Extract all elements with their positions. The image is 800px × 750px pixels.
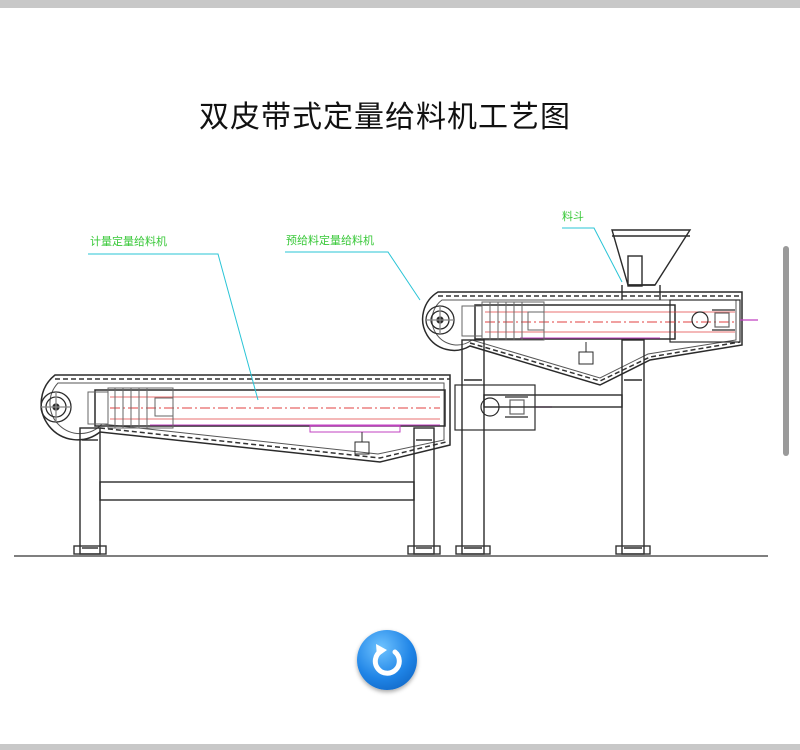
pre-belt-outer bbox=[421, 291, 743, 386]
metering-feeder-label: 计量定量给料机 bbox=[90, 234, 167, 248]
metering-motor bbox=[87, 387, 174, 429]
top-bar bbox=[0, 0, 800, 8]
metering-load-cell bbox=[354, 432, 370, 455]
pre-drive-pulley bbox=[425, 305, 455, 335]
pre-tail-pulley bbox=[669, 299, 758, 343]
metering-drive-pulley bbox=[40, 391, 72, 423]
vertical-scrollbar[interactable] bbox=[783, 246, 789, 456]
bottom-bar bbox=[0, 744, 800, 750]
metering-frame-body bbox=[94, 389, 446, 427]
refresh-icon bbox=[372, 644, 402, 676]
pre-feeder-conveyor bbox=[421, 291, 743, 386]
pre-feeder-label: 预给料定量给料机 bbox=[286, 233, 374, 247]
page-title: 双皮带式定量给料机工艺图 bbox=[199, 100, 571, 135]
refresh-button[interactable] bbox=[357, 630, 417, 690]
metering-conveyor bbox=[40, 374, 451, 463]
hopper bbox=[611, 229, 692, 300]
hopper-label: 料斗 bbox=[562, 209, 584, 223]
pre-belt-inner bbox=[431, 299, 737, 379]
pre-motor bbox=[461, 301, 545, 341]
metering-legs bbox=[73, 427, 441, 555]
leader-lines bbox=[88, 227, 623, 401]
pre-legs bbox=[455, 339, 651, 555]
metering-belt-outer bbox=[40, 374, 451, 463]
pre-load-cell bbox=[578, 342, 594, 365]
